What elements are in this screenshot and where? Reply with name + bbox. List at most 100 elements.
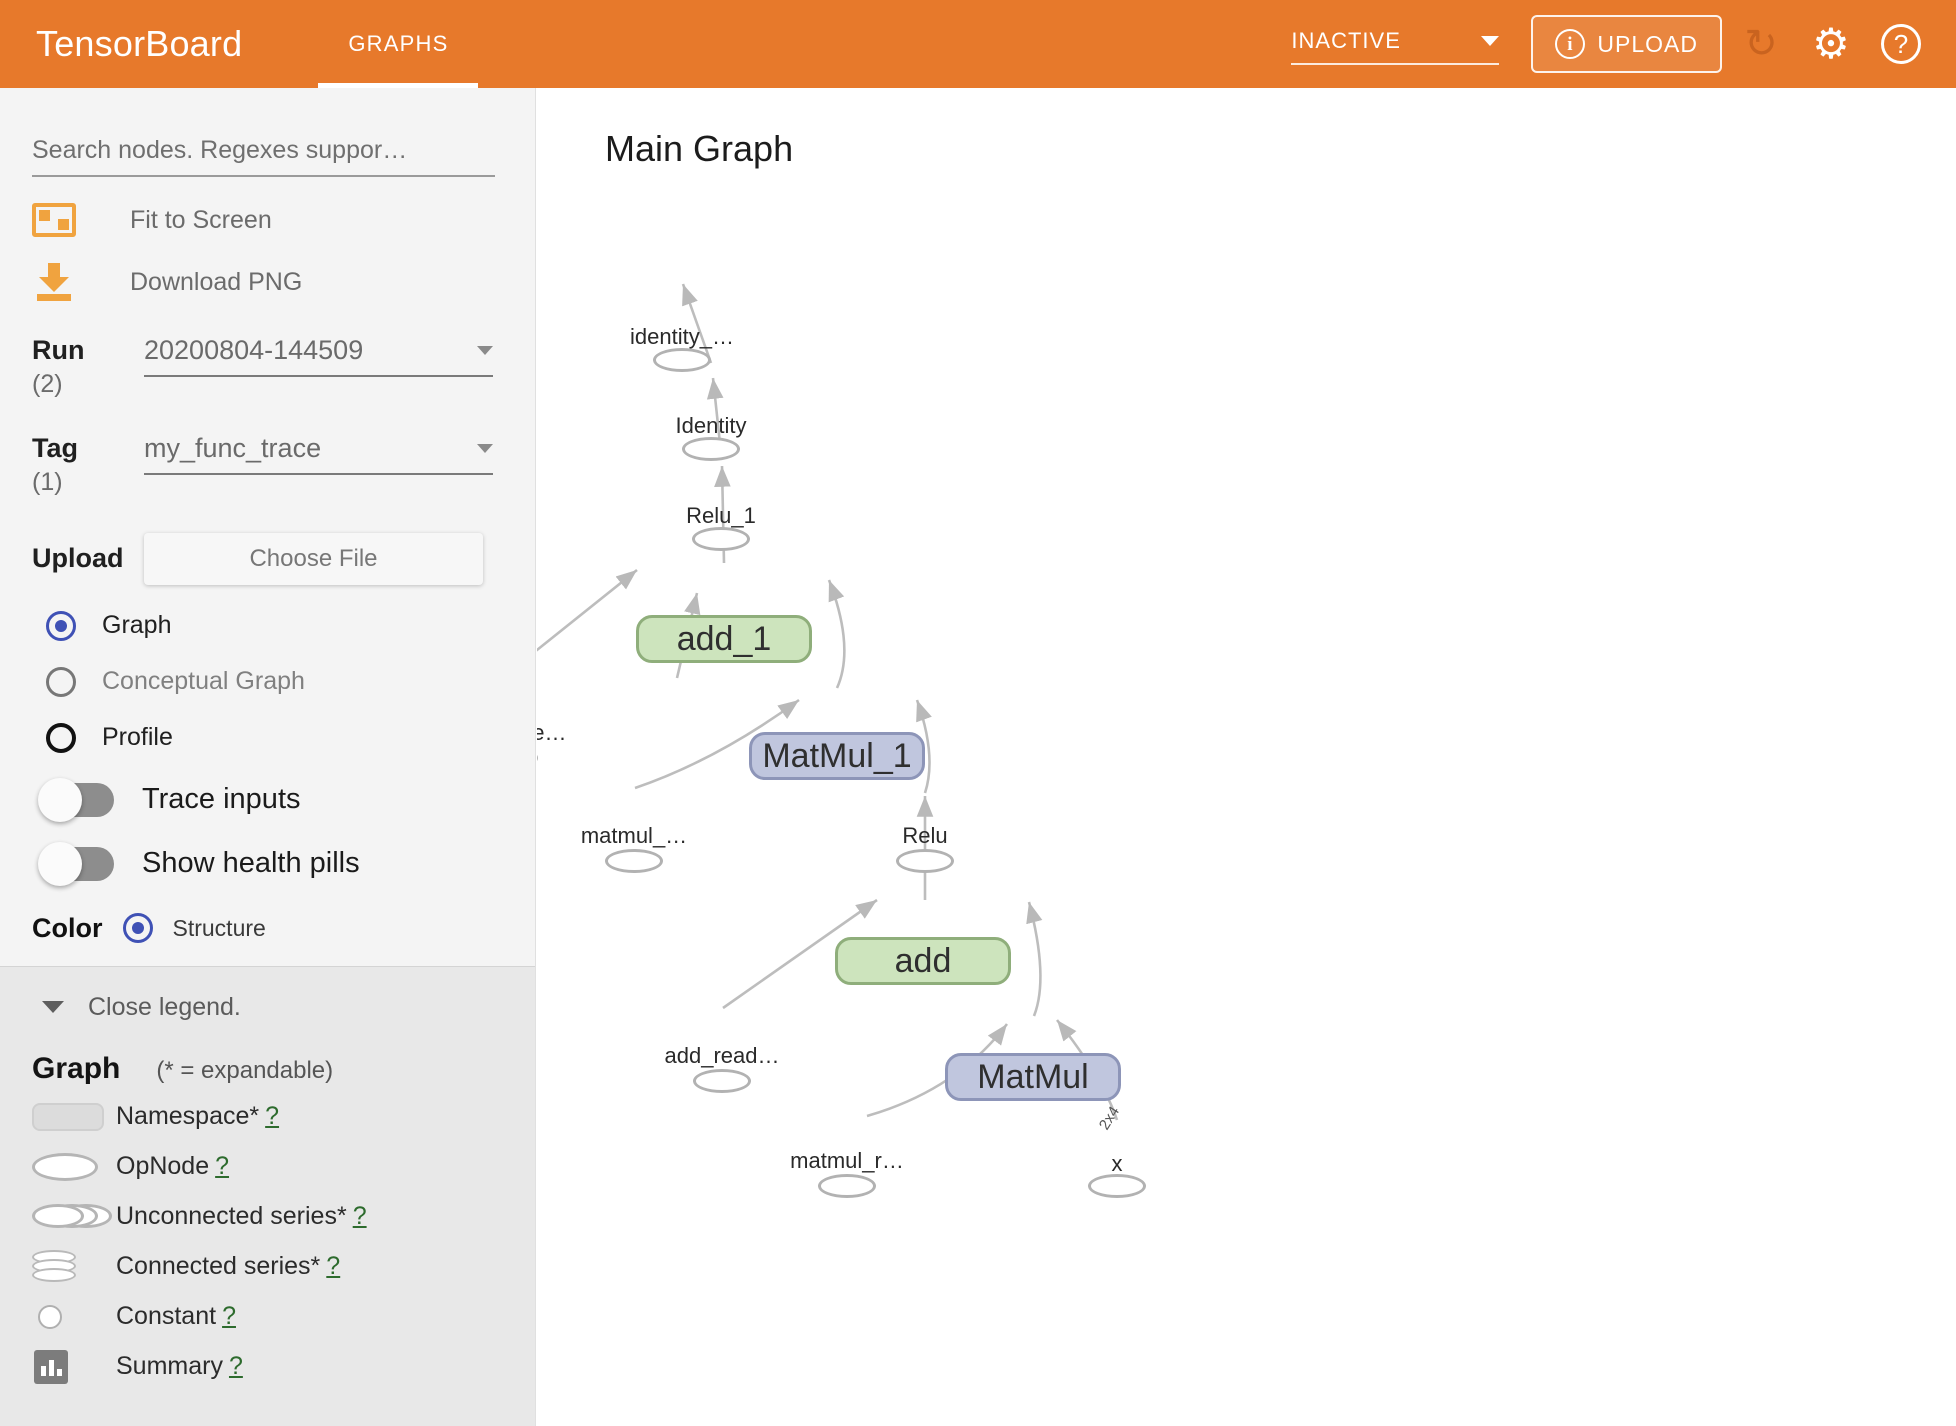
radio-graph[interactable]: Graph — [46, 610, 535, 641]
toggle-show-health-pills[interactable]: Show health pills — [38, 841, 535, 886]
node-relu-1[interactable] — [692, 527, 750, 551]
download-icon — [32, 263, 76, 301]
legend-heading-row: Graph (* = expandable) — [32, 1052, 535, 1086]
help-link[interactable]: ? — [326, 1252, 341, 1281]
radio-graph-label: Graph — [102, 611, 172, 640]
legend-item-label: Summary? — [116, 1352, 243, 1381]
legend-item-unconnected-series: Unconnected series*? — [32, 1198, 535, 1236]
unconnected-series-symbol-icon — [32, 1202, 116, 1232]
legend-item-label: OpNode? — [116, 1152, 230, 1181]
tag-count: (1) — [32, 467, 63, 496]
node-label-x: x — [1111, 1151, 1123, 1176]
legend-note: (* = expandable) — [156, 1056, 334, 1084]
node-matmul[interactable]: MatMul — [945, 1053, 1121, 1101]
legend-item-opnode: OpNode? — [32, 1148, 535, 1186]
radio-profile[interactable]: Profile — [46, 722, 535, 753]
legend-item-label: Connected series*? — [116, 1252, 341, 1281]
node-matmul-readvariableop-1[interactable] — [605, 849, 663, 873]
help-link[interactable]: ? — [228, 1352, 243, 1381]
help-link[interactable]: ? — [215, 1152, 230, 1181]
run-select[interactable]: 20200804-144509 — [144, 335, 493, 377]
node-add[interactable]: add — [835, 937, 1011, 985]
graph-canvas[interactable]: Main Graph — [537, 88, 1956, 1426]
search-input[interactable] — [32, 136, 495, 177]
help-link[interactable]: ? — [352, 1202, 367, 1231]
settings-button[interactable]: ⚙ — [1800, 13, 1862, 75]
upload-label: Upload — [32, 543, 124, 574]
close-legend-button[interactable]: Close legend. — [42, 993, 535, 1022]
run-field: Run (2) 20200804-144509 — [32, 335, 535, 399]
run-status-select[interactable]: INACTIVE — [1291, 28, 1500, 65]
help-link[interactable]: ? — [265, 1102, 280, 1131]
download-png-row[interactable]: Download PNG — [32, 263, 535, 301]
toggle-show-health-pills-switch — [38, 841, 114, 886]
legend-item-constant: Constant? — [32, 1298, 535, 1336]
upload-button[interactable]: i UPLOAD — [1531, 15, 1722, 73]
help-button[interactable]: ? — [1870, 13, 1932, 75]
node-matmul-1[interactable]: MatMul_1 — [749, 732, 925, 780]
radio-conceptual-graph[interactable]: Conceptual Graph — [46, 666, 535, 697]
toggle-trace-inputs[interactable]: Trace inputs — [38, 777, 535, 822]
node-x[interactable] — [1088, 1174, 1146, 1198]
legend-item-connected-series: Connected series*? — [32, 1248, 535, 1286]
run-label: Run (2) — [32, 335, 144, 399]
refresh-button[interactable]: ↻ — [1730, 13, 1792, 75]
toggle-show-health-pills-label: Show health pills — [142, 847, 360, 880]
toggle-trace-inputs-switch — [38, 777, 114, 822]
constant-symbol-icon — [32, 1304, 116, 1329]
tag-select[interactable]: my_func_trace — [144, 433, 493, 475]
radio-conceptual-graph-label: Conceptual Graph — [102, 667, 305, 696]
radio-profile-indicator — [46, 722, 76, 753]
tab-graphs[interactable]: GRAPHS — [318, 0, 479, 88]
color-option-row: Color Structure — [32, 913, 535, 944]
namespace-symbol-icon — [32, 1102, 116, 1131]
node-label-relu: Relu — [902, 823, 948, 848]
legend-panel: Close legend. Graph (* = expandable) Nam… — [0, 965, 535, 1426]
tag-value: my_func_trace — [144, 432, 322, 463]
close-legend-label: Close legend. — [88, 992, 241, 1021]
sidebar: Fit to Screen Download PNG Run (2) 20200… — [0, 88, 536, 1426]
node-label-add-1-readvariableop: add_1_re… — [537, 720, 567, 745]
node-identity-out[interactable] — [653, 348, 711, 372]
page-title: Main Graph — [605, 128, 794, 169]
fit-to-screen-icon — [32, 203, 76, 237]
tag-label: Tag (1) — [32, 433, 144, 497]
search-wrapper — [32, 136, 495, 177]
legend-item-label: Unconnected series*? — [116, 1202, 367, 1231]
chevron-down-icon — [42, 1001, 64, 1014]
radio-structure-indicator[interactable] — [122, 913, 153, 944]
node-add-readvariableop[interactable] — [693, 1069, 751, 1093]
fit-to-screen-row[interactable]: Fit to Screen — [32, 203, 535, 237]
connected-series-symbol-icon — [32, 1249, 116, 1284]
node-label-matmul-readvariableop: matmul_r… — [790, 1148, 904, 1173]
help-icon: ? — [1881, 24, 1921, 64]
legend-item-label: Constant? — [116, 1302, 236, 1331]
fit-to-screen-label: Fit to Screen — [130, 205, 272, 234]
tab-graphs-label: GRAPHS — [348, 31, 449, 56]
upload-button-label: UPLOAD — [1597, 30, 1698, 57]
sidebar-controls: Fit to Screen Download PNG Run (2) 20200… — [0, 136, 535, 944]
app-brand: TensorBoard — [36, 23, 243, 64]
radio-structure-label: Structure — [172, 914, 266, 941]
tag-field: Tag (1) my_func_trace — [32, 433, 535, 497]
node-matmul-readvariableop[interactable] — [818, 1174, 876, 1198]
radio-profile-label: Profile — [102, 723, 173, 752]
node-label-identity-out: identity_… — [630, 324, 734, 349]
app-header: TensorBoard GRAPHS INACTIVE i UPLOAD ↻ ⚙… — [0, 0, 1956, 88]
node-label-matmul-readvariableop-1: matmul_… — [580, 823, 688, 848]
choose-file-button[interactable]: Choose File — [144, 532, 483, 585]
color-label: Color — [32, 912, 103, 943]
chevron-down-icon — [477, 443, 493, 453]
node-relu[interactable] — [896, 849, 954, 873]
info-circle-icon: i — [1555, 29, 1586, 59]
run-count: (2) — [32, 370, 63, 399]
download-png-label: Download PNG — [130, 267, 303, 296]
help-link[interactable]: ? — [222, 1302, 236, 1331]
summary-symbol-icon — [32, 1349, 116, 1384]
opnode-symbol-icon — [32, 1152, 116, 1181]
node-add-1[interactable]: add_1 — [636, 615, 812, 663]
legend-heading: Graph — [32, 1051, 121, 1085]
node-identity[interactable] — [682, 437, 740, 461]
node-label-relu-1: Relu_1 — [686, 503, 756, 528]
